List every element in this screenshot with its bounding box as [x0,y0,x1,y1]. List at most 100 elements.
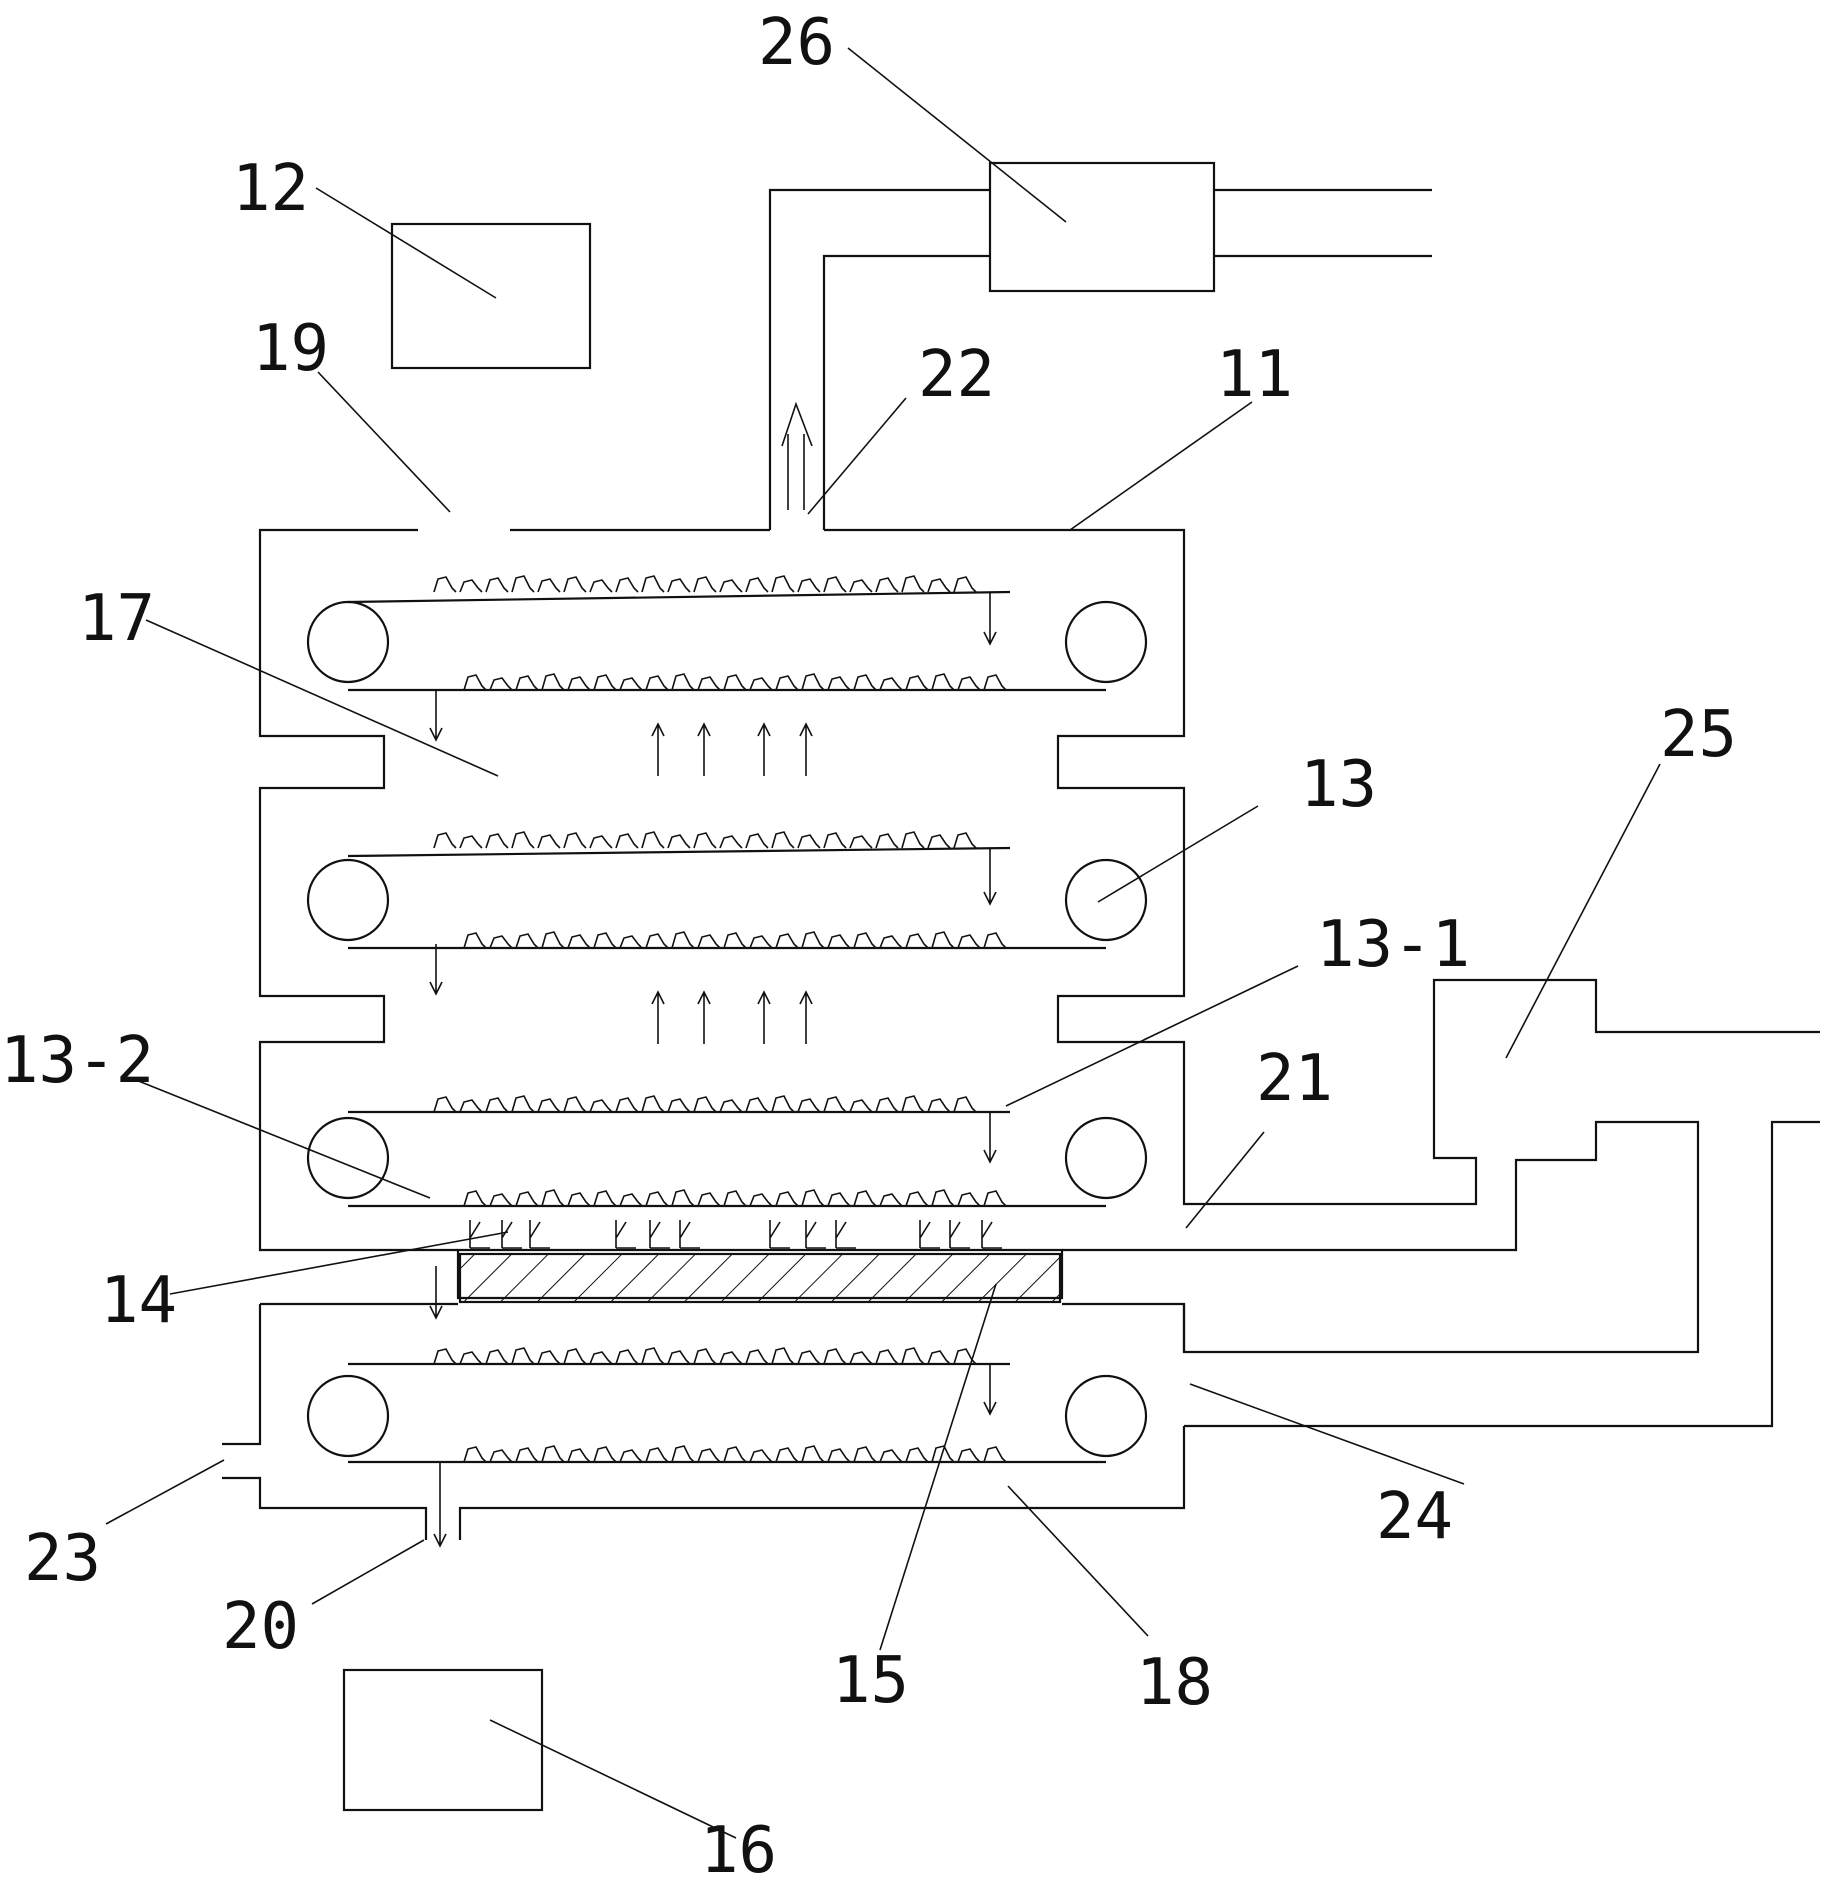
material-piece [459,579,483,593]
material-piece [801,673,825,691]
material-piece [459,1351,483,1365]
flow-arrows [429,401,997,1548]
material-piece [433,832,457,849]
material-piece [823,576,847,593]
material-piece [645,1447,669,1463]
material-piece [827,676,851,691]
material-piece [615,577,639,593]
housing [222,528,1820,1540]
material-piece [589,835,613,849]
material-piece [641,575,665,593]
arrow-up [651,722,665,776]
material-piece [593,674,617,691]
material-piece [953,1096,977,1113]
material-piece [563,576,587,593]
label-18: 18 [1136,1646,1213,1720]
material-piece [463,932,487,949]
material-piece [771,1095,795,1113]
material-piece [567,1448,591,1463]
material-piece [749,1449,773,1463]
material-piece [879,1449,903,1463]
label-14: 14 [100,1264,177,1338]
material-piece [797,1098,821,1113]
material-piece [619,1449,643,1463]
material-piece [745,1097,769,1113]
material-piece [927,1098,951,1113]
box-12 [390,222,592,370]
material-piece [797,834,821,849]
arrow-up [757,722,771,776]
arrow-down [983,592,997,646]
material-piece [489,1449,513,1463]
label-20: 20 [222,1590,299,1664]
label-13: 13 [1300,748,1377,822]
material-piece [983,1190,1007,1207]
material-piece [589,579,613,593]
material-piece [615,1097,639,1113]
material-piece [537,1098,561,1113]
arrow-down [983,1364,997,1416]
material-piece [671,673,695,691]
material-piece [745,577,769,593]
box-26 [768,161,1432,530]
material-piece [537,1350,561,1365]
material-piece [823,1348,847,1365]
material-piece [749,677,773,691]
exhaust-arrow [781,401,813,510]
material-piece [463,1446,487,1463]
material-piece [693,1348,717,1365]
material-piece [771,575,795,593]
material-piece [645,933,669,949]
material-piece [485,1349,509,1365]
material-piece [771,1347,795,1365]
material-piece [853,932,877,949]
material-piece [697,1448,721,1463]
material-piece [515,675,539,691]
material-piece [931,1189,955,1207]
material-piece [957,934,981,949]
material-piece [879,935,903,949]
material-piece [671,931,695,949]
material-piece [693,576,717,593]
label-19: 19 [252,312,329,386]
material-piece [745,1349,769,1365]
material-piece [641,1095,665,1113]
conveyor-1 [306,590,1148,692]
material-piece [489,1193,513,1207]
material-piece [619,677,643,691]
material-piece [667,834,691,849]
nozzle [949,1220,970,1249]
material-piece [515,933,539,949]
material-piece [719,1351,743,1365]
material-piece [853,1190,877,1207]
material-piece [541,931,565,949]
material-piece [667,1098,691,1113]
material-piece [797,1350,821,1365]
material-piece [849,1099,873,1113]
material-piece [671,1445,695,1463]
material-piece [953,1348,977,1365]
material-piece [931,931,955,949]
nozzle [615,1220,636,1249]
nozzle [769,1220,790,1249]
material-piece [697,1192,721,1207]
box-16 [342,1668,544,1812]
material-piece [801,1189,825,1207]
material-piece [515,1191,539,1207]
material-piece [775,1447,799,1463]
material-piece [641,1347,665,1365]
material-piece [667,1350,691,1365]
nozzle [679,1220,700,1249]
conveyor-4 [306,1362,1148,1464]
material-piece [749,1193,773,1207]
nozzle [501,1220,522,1249]
material-piece [775,1191,799,1207]
label-24: 24 [1376,1480,1453,1554]
arrow-up [799,990,813,1044]
material-piece [771,831,795,849]
material-piece [593,1190,617,1207]
material-piece [567,1192,591,1207]
material-piece [433,1096,457,1113]
material-piece [459,835,483,849]
material-piece [537,834,561,849]
